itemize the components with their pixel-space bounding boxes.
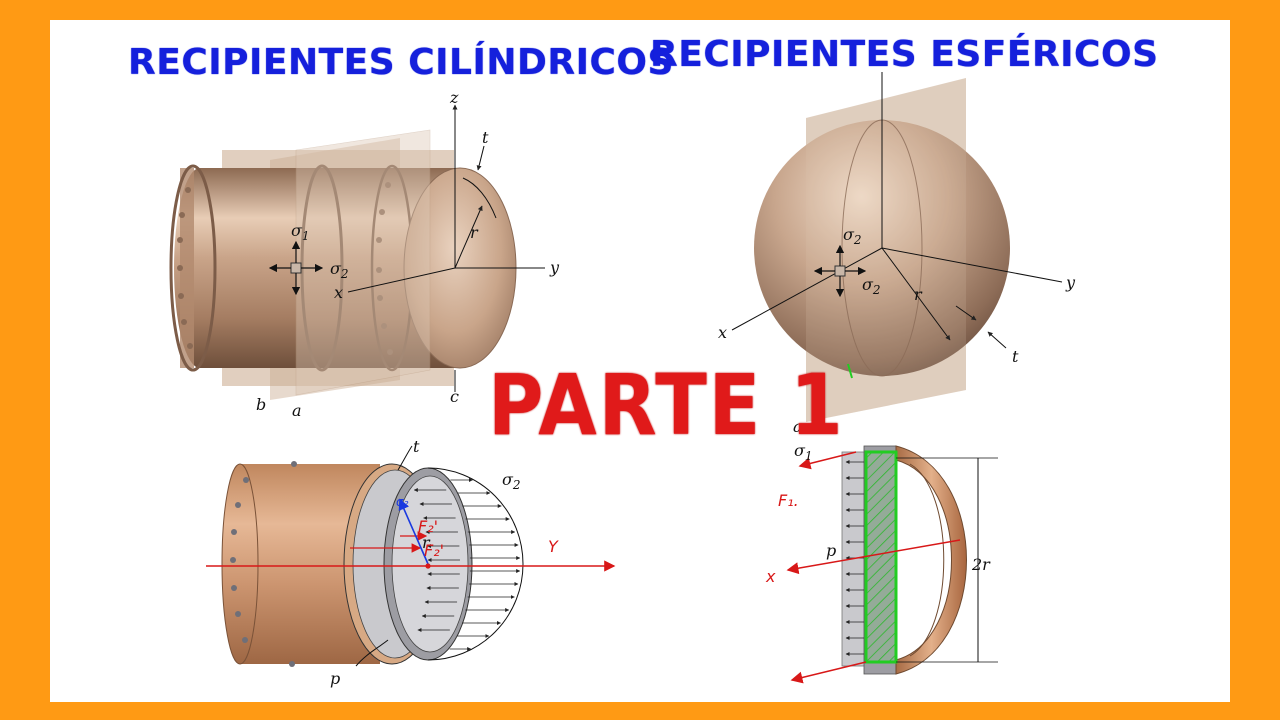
stress-element [290, 262, 302, 274]
sigma1-label: σ1 [291, 221, 310, 243]
sphere-plane-a-label: a [793, 417, 803, 436]
section-radius-label: r [422, 533, 431, 552]
green-tick-mark [847, 363, 853, 379]
red-axis-x [786, 539, 961, 575]
pressure-arrows [413, 488, 460, 632]
cylinder-vessel-diagram: z y x t r σ1 σ2 b a c [169, 88, 560, 420]
section-pressure-label: p [330, 669, 340, 688]
hemi-pressure-label: p [826, 541, 836, 560]
sphere-axis-x-label: x [718, 323, 727, 342]
blue-sigma-arrow [398, 498, 429, 565]
sphere-axis-y [881, 247, 1063, 283]
green-hatched-area [864, 450, 898, 664]
thickness-label: t [482, 128, 489, 147]
thickness-pointer [476, 145, 485, 171]
radius-line [454, 205, 483, 269]
flange-ring-left [169, 164, 217, 372]
sphere-stress-element [834, 265, 846, 277]
sphere-vessel-diagram: σ2 σ2 r y x t a [718, 72, 1076, 436]
sphere-sigma2-top-label: σ2 [843, 225, 862, 247]
red-force-arrow-bottom [790, 661, 867, 684]
axis-x-label: x [334, 283, 343, 302]
section-rivets [230, 461, 297, 667]
handwritten-sigma: σ₂ [396, 495, 409, 509]
part-one-banner: PARTE 1 [488, 356, 845, 454]
sphere-axis-x [731, 247, 883, 331]
sphere-sigma2-side-label: σ2 [862, 275, 881, 297]
axis-y-label: y [549, 258, 560, 277]
rivets [177, 182, 393, 355]
plane-c-label: c [450, 387, 459, 406]
sigma2-label: σ2 [330, 259, 349, 281]
hemi-sigma1-label: σ1 [794, 441, 813, 463]
handwritten-force-f1: F₁. [778, 491, 799, 510]
sphere-thickness-pointer [987, 331, 1007, 349]
hemisphere-shell [895, 445, 967, 675]
plane-a-label: a [292, 401, 302, 420]
hemi-diameter-label: 2r [971, 555, 991, 574]
radius-label: r [470, 223, 479, 242]
handwritten-axis-y: Y [548, 537, 559, 556]
section-thickness-label: t [413, 437, 420, 456]
sphere-radius-label: r [914, 285, 923, 304]
handwritten-f2-bottom: F₂' [424, 541, 444, 560]
plane-b-label: b [256, 395, 266, 414]
handwritten-axis-x: x [765, 567, 776, 586]
title-spherical-vessels: RECIPIENTES ESFÉRICOS [650, 34, 1159, 75]
cylinder-section-diagram: t σ2 p r Y σ₂ F₂' F₂' [206, 437, 616, 688]
hemisphere-section-diagram: σ1 p 2r x F₁. [765, 441, 998, 684]
sphere-thickness-label: t [1012, 347, 1019, 366]
handwritten-f2-top: F₂' [418, 517, 438, 536]
cut-plane-a [295, 129, 431, 396]
title-cylindrical-vessels: RECIPIENTES CILÍNDRICOS [128, 42, 674, 83]
axis-z-label: z [449, 88, 459, 107]
axis-x [347, 267, 456, 293]
sphere-radius-line [881, 247, 951, 341]
hemi-pressure-arrows [845, 460, 864, 656]
section-sigma2-label: σ2 [502, 470, 521, 492]
sphere-axis-y-label: y [1065, 273, 1076, 292]
sigma2-arrows [449, 478, 521, 651]
cylinder-section-left-end [221, 463, 259, 665]
red-force-arrow-top [798, 451, 857, 470]
section-inner-face [391, 475, 469, 653]
